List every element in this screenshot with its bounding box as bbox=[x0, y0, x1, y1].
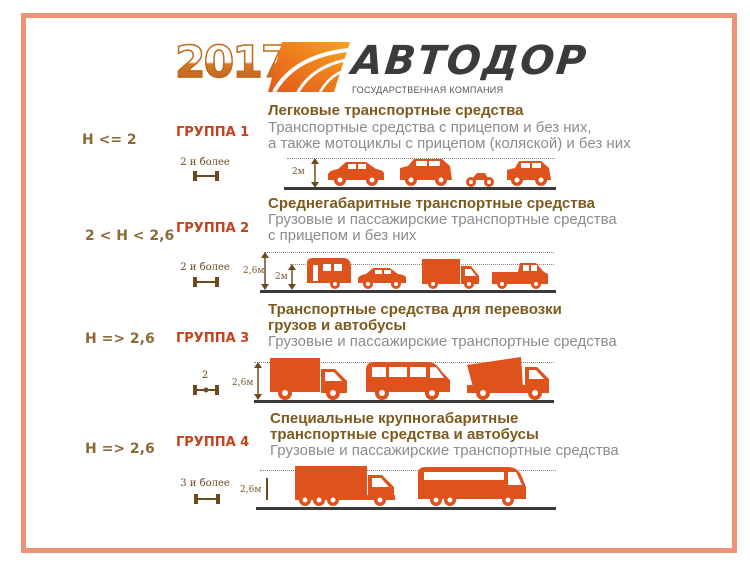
height-condition-group-1: H <= 2 bbox=[82, 132, 137, 148]
height-condition-group-3: H => 2,6 bbox=[85, 331, 155, 347]
sedan-icon bbox=[358, 268, 406, 289]
axle-icon bbox=[194, 494, 220, 504]
height-condition-group-4: H => 2,6 bbox=[85, 441, 155, 457]
group-4-title-line-2: транспортные средства и автобусы bbox=[270, 426, 539, 443]
group-1-label: ГРУППА 1 bbox=[176, 125, 250, 140]
height-arrow-icon bbox=[288, 264, 296, 290]
ground-line bbox=[260, 290, 556, 293]
hatchback-icon bbox=[507, 161, 551, 186]
height-marker bbox=[266, 478, 268, 500]
group-3-label: ГРУППА 3 bbox=[176, 331, 250, 346]
group-1-desc-line-1: Транспортные средства с прицепом и без н… bbox=[268, 119, 592, 136]
motorcycle-icon bbox=[466, 173, 494, 187]
axle-count-group-4: 3 и более bbox=[180, 478, 230, 489]
pickup-icon bbox=[492, 263, 548, 289]
axle-icon bbox=[193, 171, 219, 181]
axle-count-group-1: 2 и более bbox=[180, 157, 230, 168]
height-arrow-icon bbox=[254, 362, 262, 400]
group-2-desc-line-2: с прицепом и без них bbox=[268, 227, 417, 244]
group-4-title-line-1: Специальные крупногабаритные bbox=[270, 410, 519, 427]
group-2-desc-line-1: Грузовые и пассажирские транспортные сре… bbox=[268, 211, 617, 228]
axle-icon bbox=[193, 385, 219, 395]
ground-line bbox=[256, 507, 556, 510]
group-3-title-line-1: Транспортные средства для перевозки bbox=[268, 301, 562, 318]
dimension-label: 2м bbox=[275, 272, 288, 282]
height-limit-line-2-6 bbox=[264, 252, 554, 253]
height-arrow-icon bbox=[311, 158, 319, 188]
axle-count-group-2: 2 и более bbox=[180, 262, 230, 273]
infographic-frame bbox=[21, 13, 737, 553]
group-3-title-line-2: грузов и автобусы bbox=[268, 317, 407, 334]
dimension-label: 2,6м bbox=[243, 266, 265, 276]
suv-icon bbox=[400, 159, 452, 186]
group-1-desc-line-2: а также мотоциклы с прицепом (коляской) … bbox=[268, 135, 631, 152]
box-truck-icon bbox=[270, 358, 347, 400]
avtodor-road-logo-icon bbox=[268, 42, 350, 92]
height-limit-line bbox=[287, 158, 555, 159]
coach-bus-icon bbox=[418, 467, 526, 506]
axle-count-group-3: 2 bbox=[201, 370, 209, 381]
group-1-title: Легковые транспортные средства bbox=[268, 102, 524, 119]
dump-truck-icon bbox=[467, 357, 549, 400]
group-2-title: Среднегабаритные транспортные средства bbox=[268, 195, 595, 212]
minibus-icon bbox=[366, 362, 450, 400]
group-3-desc-line-1: Грузовые и пассажирские транспортные сре… bbox=[268, 333, 617, 350]
sedan-icon bbox=[328, 162, 384, 186]
brand-subtitle: ГОСУДАРСТВЕННАЯ КОМПАНИЯ bbox=[352, 85, 504, 95]
dimension-label: 2,6м bbox=[240, 485, 262, 495]
heavy-truck-icon bbox=[295, 466, 395, 506]
brand-name: АВТОДОР bbox=[349, 38, 591, 84]
ground-line bbox=[284, 187, 556, 190]
height-limit-line bbox=[260, 470, 556, 471]
group-4-desc-line-1: Грузовые и пассажирские транспортные сре… bbox=[270, 442, 619, 459]
group-2-label: ГРУППА 2 bbox=[176, 221, 250, 236]
axle-icon bbox=[193, 277, 219, 287]
caravan-trailer-icon bbox=[307, 258, 351, 289]
ground-line bbox=[254, 400, 554, 403]
van-truck-icon bbox=[422, 259, 479, 289]
height-arrow-icon bbox=[261, 252, 269, 290]
dimension-label: 2м bbox=[292, 167, 305, 177]
group-4-label: ГРУППА 4 bbox=[176, 435, 250, 450]
height-condition-group-2: 2 < H < 2,6 bbox=[85, 228, 175, 244]
dimension-label: 2,6м bbox=[232, 378, 254, 388]
